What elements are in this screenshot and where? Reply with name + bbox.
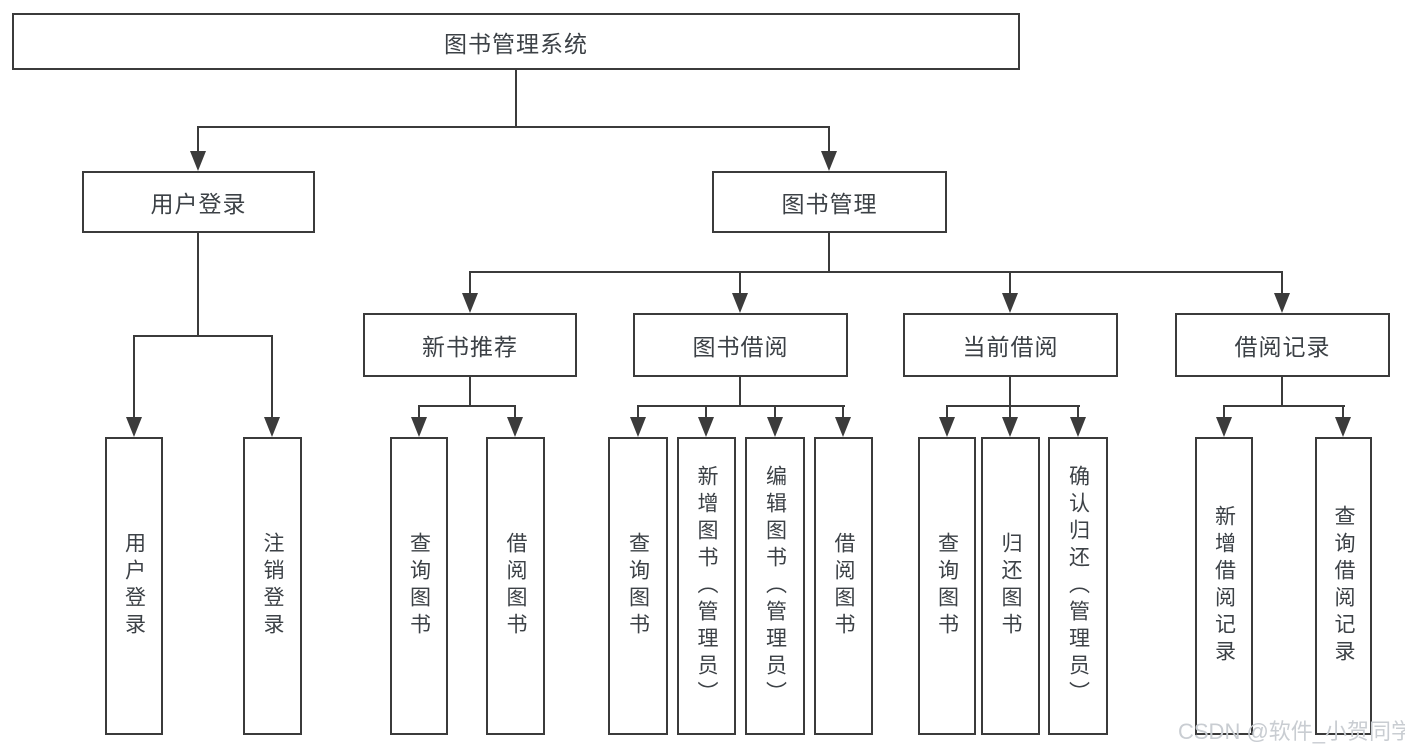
connector-book-borrow-stub bbox=[739, 377, 741, 407]
node-current-borrow: 当前借阅 bbox=[903, 313, 1118, 377]
leaf-query-books: 查询图书 bbox=[608, 437, 668, 735]
arrowhead-leaf bbox=[507, 417, 523, 437]
leaf-confirm-return-admin: 确认归还（管理员） bbox=[1048, 437, 1108, 735]
arrowhead-login bbox=[126, 417, 142, 437]
connector-drop-leaf bbox=[946, 405, 948, 421]
connector-branch-level3 bbox=[469, 271, 1283, 273]
connector-user-login-stub bbox=[197, 233, 199, 337]
connector-drop-book-borrow bbox=[739, 271, 741, 295]
connector-drop-leaf bbox=[418, 405, 420, 421]
arrowhead-leaf bbox=[1335, 417, 1351, 437]
node-borrow-record: 借阅记录 bbox=[1175, 313, 1390, 377]
arrowhead-leaf bbox=[767, 417, 783, 437]
connector-drop-leaf bbox=[1009, 405, 1011, 421]
connector-current-borrow-stub bbox=[1009, 377, 1011, 407]
leaf-return-books: 归还图书 bbox=[981, 437, 1040, 735]
connector-drop-leaf bbox=[774, 405, 776, 421]
connector-drop-leaf bbox=[1223, 405, 1225, 421]
connector-drop-leaf bbox=[514, 405, 516, 421]
connector-drop-user-login bbox=[197, 126, 199, 156]
connector-drop-borrow-record bbox=[1281, 271, 1283, 295]
connector-branch-user-login bbox=[133, 335, 273, 337]
leaf-borrow-books: 借阅图书 bbox=[814, 437, 873, 735]
node-user-login: 用户登录 bbox=[82, 171, 315, 233]
connector-drop-leaf bbox=[1342, 405, 1344, 421]
connector-root-stub bbox=[515, 70, 517, 128]
connector-drop-login bbox=[133, 335, 135, 421]
node-book-management: 图书管理 bbox=[712, 171, 947, 233]
leaf-logout: 注销登录 bbox=[243, 437, 302, 735]
arrowhead-leaf bbox=[1070, 417, 1086, 437]
connector-drop-leaf bbox=[637, 405, 639, 421]
arrowhead-book-borrow bbox=[732, 293, 748, 313]
connector-book-mgmt-stub bbox=[828, 233, 830, 273]
arrowhead-borrow-record bbox=[1274, 293, 1290, 313]
arrowhead-leaf bbox=[698, 417, 714, 437]
connector-branch-borrow-record bbox=[1223, 405, 1345, 407]
leaf-add-borrow-record: 新增借阅记录 bbox=[1195, 437, 1253, 735]
connector-borrow-record-stub bbox=[1281, 377, 1283, 407]
connector-branch-book-borrow bbox=[637, 405, 845, 407]
arrowhead-user-login bbox=[190, 151, 206, 171]
arrowhead-leaf bbox=[1002, 417, 1018, 437]
connector-branch-new-book bbox=[418, 405, 516, 407]
connector-branch-current-borrow bbox=[946, 405, 1080, 407]
connector-drop-logout bbox=[271, 335, 273, 421]
arrowhead-leaf bbox=[1216, 417, 1232, 437]
leaf-query-books: 查询图书 bbox=[390, 437, 448, 735]
connector-drop-leaf bbox=[1077, 405, 1079, 421]
connector-drop-leaf bbox=[842, 405, 844, 421]
arrowhead-leaf bbox=[411, 417, 427, 437]
leaf-edit-books-admin: 编辑图书（管理员） bbox=[745, 437, 805, 735]
leaf-borrow-books: 借阅图书 bbox=[486, 437, 545, 735]
node-library-management-system: 图书管理系统 bbox=[12, 13, 1020, 70]
arrowhead-leaf bbox=[835, 417, 851, 437]
connector-drop-new-book bbox=[469, 271, 471, 295]
connector-new-book-stub bbox=[469, 377, 471, 407]
connector-drop-leaf bbox=[705, 405, 707, 421]
leaf-user-login: 用户登录 bbox=[105, 437, 163, 735]
arrowhead-new-book bbox=[462, 293, 478, 313]
leaf-query-books: 查询图书 bbox=[918, 437, 976, 735]
arrowhead-leaf bbox=[630, 417, 646, 437]
arrowhead-logout bbox=[264, 417, 280, 437]
connector-branch-level2 bbox=[197, 126, 830, 128]
connector-drop-current-borrow bbox=[1009, 271, 1011, 295]
arrowhead-leaf bbox=[939, 417, 955, 437]
connector-drop-book-mgmt bbox=[828, 126, 830, 156]
arrowhead-current-borrow bbox=[1002, 293, 1018, 313]
node-new-book-recommend: 新书推荐 bbox=[363, 313, 577, 377]
csdn-watermark: CSDN @软件_小贺同学 bbox=[1178, 719, 1405, 744]
node-book-borrow: 图书借阅 bbox=[633, 313, 848, 377]
leaf-query-borrow-record: 查询借阅记录 bbox=[1315, 437, 1372, 735]
leaf-add-books-admin: 新增图书（管理员） bbox=[677, 437, 736, 735]
arrowhead-book-mgmt bbox=[821, 151, 837, 171]
